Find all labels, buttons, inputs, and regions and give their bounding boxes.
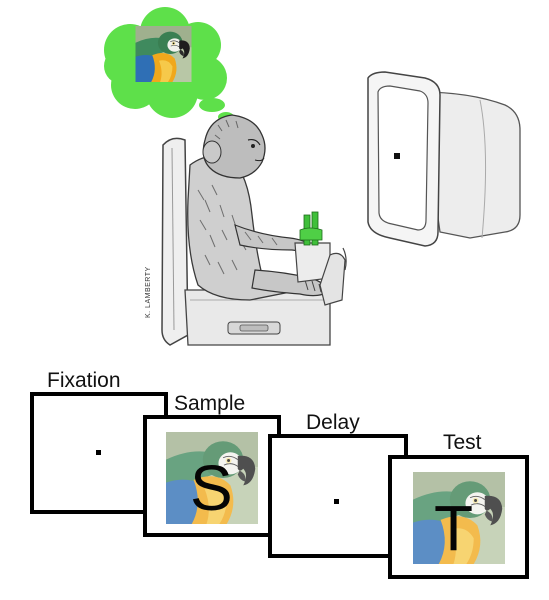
lever-box [294, 242, 347, 306]
monkey-chair: K. LAMBERTY [145, 137, 331, 346]
test-label: Test [443, 431, 482, 454]
monitor [367, 71, 521, 247]
fixation-label: Fixation [47, 369, 121, 392]
delay-panel [268, 434, 408, 558]
sample-letter: S [190, 452, 233, 524]
green-lever [299, 211, 323, 246]
fixation-dot [96, 450, 101, 455]
sample-label: Sample [174, 392, 245, 415]
monitor-fixation-dot [394, 153, 400, 159]
test-panel: T [388, 455, 529, 579]
test-letter: T [434, 492, 473, 564]
delay-label: Delay [306, 411, 360, 434]
artist-signature: K. LAMBERTY [145, 266, 152, 318]
thought-parrot-image [135, 26, 192, 82]
sample-panel: S [143, 415, 281, 537]
delay-fixation-dot [334, 499, 339, 504]
monkey-drawing [187, 114, 329, 301]
